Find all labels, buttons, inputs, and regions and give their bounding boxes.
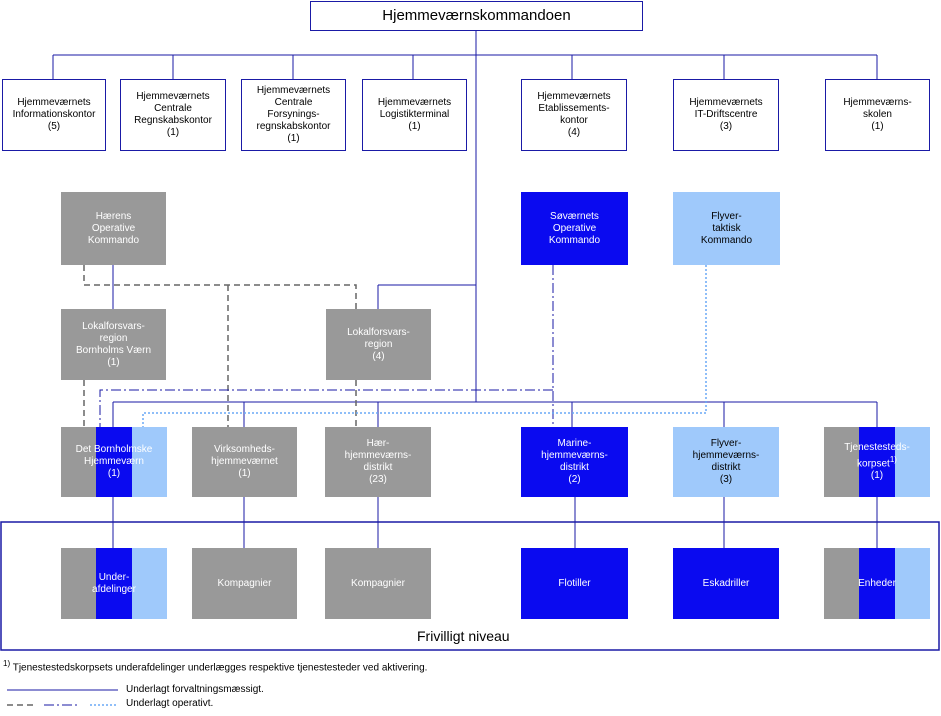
unit-enterprise: Kompagnier	[192, 548, 297, 619]
staff-label: Hjemmeværnets IT-Driftscentre (3)	[689, 97, 763, 132]
staff-label: Hjemmeværns- skolen (1)	[843, 97, 912, 132]
staff-central-accounts: Hjemmeværnets Centrale Regnskabskontor (…	[120, 79, 226, 151]
unit-army: Kompagnier	[325, 548, 431, 619]
staff-label: Hjemmeværnets Centrale Regnskabskontor (…	[134, 91, 212, 138]
district-enterprise: Virksomheds- hjemmeværnet (1)	[192, 427, 297, 497]
unit-air: Eskadriller	[673, 548, 779, 619]
district-corps-label: Tjenestesteds- korpset1) (1)	[844, 442, 910, 482]
legend-operative-label: Underlagt operativt.	[126, 698, 214, 709]
navy-operative-lines	[99, 265, 554, 427]
corps-name: Tjenestesteds- korpset	[844, 441, 910, 470]
staff-label: Hjemmeværnets Etablissements- kontor (4)	[537, 91, 611, 138]
hq-box: Hjemmeværnskommandoen	[310, 1, 643, 31]
staff-it-centres: Hjemmeværnets IT-Driftscentre (3)	[673, 79, 779, 151]
region-local-defence: Lokalforsvars- region (4)	[326, 309, 431, 380]
staff-school: Hjemmeværns- skolen (1)	[825, 79, 930, 151]
army-command-label: Hærens Operative Kommando	[87, 210, 140, 246]
legend-admin-label: Underlagt forvaltningsmæssigt.	[126, 684, 264, 695]
district-duty-station-corps: Tjenestesteds- korpset1) (1)	[824, 427, 930, 497]
district-air-label: Flyver- hjemmeværns- distrikt (3)	[692, 438, 760, 485]
air-command-label: Flyver- taktisk Kommando	[700, 210, 753, 246]
staff-information-office: Hjemmeværnets Informationskontor (5)	[2, 79, 106, 151]
region-bornholm-label: Lokalforsvars- region Bornholms Værn (1)	[75, 320, 152, 368]
district-marine-label: Marine- hjemmeværns- distrikt (2)	[541, 438, 608, 485]
district-bornholm-label: Det Bornholmske Hjemmeværn (1)	[75, 444, 153, 479]
navy-operative-command: Søværnets Operative Kommando	[521, 192, 628, 265]
unit-corps: Enheder	[824, 548, 930, 619]
voluntary-level-label: Frivilligt niveau	[417, 628, 510, 644]
footnote-marker: 1)	[3, 659, 11, 668]
air-operative-lines	[142, 265, 707, 427]
footnote-text: Tjenestestedskorpsets underafdelinger un…	[10, 662, 428, 674]
hq-label: Hjemmeværnskommandoen	[382, 7, 571, 24]
unit-army-label: Kompagnier	[351, 577, 405, 589]
district-air: Flyver- hjemmeværns- distrikt (3)	[673, 427, 779, 497]
footnote: 1) Tjenestestedskorpsets underafdelinger…	[3, 659, 427, 673]
district-army-label: Hær- hjemmeværns- distrikt (23)	[344, 438, 412, 485]
district-marine: Marine- hjemmeværns- distrikt (2)	[521, 427, 628, 497]
corps-footnote-marker: 1)	[889, 454, 897, 464]
army-operative-command: Hærens Operative Kommando	[61, 192, 166, 265]
unit-air-label: Eskadriller	[702, 577, 750, 589]
staff-label: Hjemmeværnets Centrale Forsynings- regns…	[256, 85, 331, 144]
unit-bornholm-label: Under- afdelinger	[92, 571, 136, 595]
region-lfr-label: Lokalforsvars- region (4)	[347, 326, 410, 362]
staff-supply-accounts: Hjemmeværnets Centrale Forsynings- regns…	[241, 79, 346, 151]
district-bornholm: Det Bornholmske Hjemmeværn (1)	[61, 427, 167, 497]
staff-label: Hjemmeværnets Informationskontor (5)	[12, 97, 96, 132]
staff-establishment-office: Hjemmeværnets Etablissements- kontor (4)	[521, 79, 627, 151]
unit-bornholm: Under- afdelinger	[61, 548, 167, 619]
staff-label: Hjemmeværnets Logistikterminal (1)	[377, 97, 452, 132]
district-army: Hær- hjemmeværns- distrikt (23)	[325, 427, 431, 497]
voluntary-frame	[0, 521, 940, 651]
district-enterprise-label: Virksomheds- hjemmeværnet (1)	[211, 444, 278, 479]
unit-corps-label: Enheder	[858, 577, 896, 589]
corps-count: (1)	[870, 470, 884, 482]
army-operative-lines	[83, 265, 357, 427]
air-tactical-command: Flyver- taktisk Kommando	[673, 192, 780, 265]
unit-marine-label: Flotiller	[558, 577, 591, 589]
navy-command-label: Søværnets Operative Kommando	[548, 210, 601, 246]
staff-logistics-terminal: Hjemmeværnets Logistikterminal (1)	[362, 79, 467, 151]
region-bornholm: Lokalforsvars- region Bornholms Værn (1)	[61, 309, 166, 380]
unit-marine: Flotiller	[521, 548, 628, 619]
unit-enterprise-label: Kompagnier	[217, 577, 272, 589]
